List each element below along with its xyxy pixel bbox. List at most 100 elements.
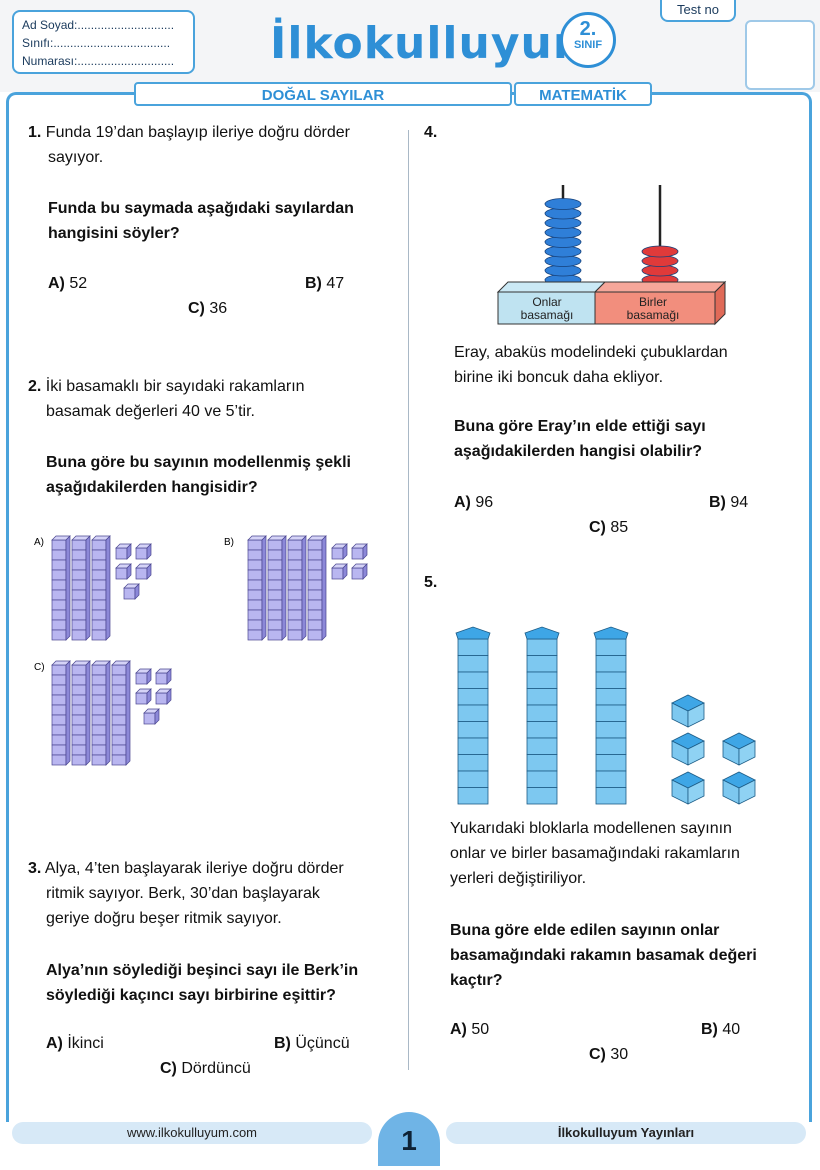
q2-block-models: A) B) C) <box>34 535 368 766</box>
abacus-bead <box>641 245 679 258</box>
unit-cube <box>331 543 348 560</box>
question-3-number: 3. <box>28 860 42 877</box>
unit-block <box>671 732 705 766</box>
abacus-ones-base <box>594 291 716 325</box>
question-2-prompt-line-2: aşağıdakilerden hangisidir? <box>46 479 258 496</box>
question-1: 1. Funda 19’dan başlayıp ileriye doğru d… <box>28 120 403 170</box>
unit-cube <box>115 543 132 560</box>
unit-cube <box>123 583 140 600</box>
unit-cube <box>351 563 368 580</box>
q1-option-c[interactable]: C) 36 <box>188 300 228 317</box>
grade-badge: 2. SINIF <box>560 12 616 68</box>
abacus-tens-base <box>497 291 596 325</box>
question-2-text-2: basamak değerleri 40 ve 5’tir. <box>46 403 255 420</box>
grade-number: 2. <box>579 18 597 40</box>
question-5-number: 5. <box>424 574 438 591</box>
question-1-text: Funda 19’dan başlayıp ileriye doğru dörd… <box>45 124 350 141</box>
unit-cube <box>331 563 348 580</box>
q2-option-a-model[interactable] <box>51 535 152 641</box>
question-3-prompt: Alya’nın söylediği beşinci sayı ile Berk… <box>46 958 406 1008</box>
q4-option-b[interactable]: B) 94 <box>709 494 749 511</box>
number-field-label: Numarası:............................. <box>22 54 175 68</box>
question-5-prompt: Buna göre elde edilen sayının onlar basa… <box>450 918 805 993</box>
test-number-label: Test no <box>660 0 736 22</box>
question-3-text: Alya, 4’ten başlayarak ileriye doğru dör… <box>44 860 344 877</box>
question-5-text: Yukarıdaki bloklarla modellenen sayının … <box>450 816 805 891</box>
unit-cube <box>115 563 132 580</box>
question-5-text-2: onlar ve birler basamağındaki rakamların <box>450 845 740 862</box>
abacus-ones-beads <box>641 245 679 286</box>
question-4-text-2: birine iki boncuk daha ekliyor. <box>454 369 664 386</box>
q2-option-b-model[interactable] <box>247 535 368 641</box>
question-5-prompt-line-1: Buna göre elde edilen sayının onlar <box>450 922 720 939</box>
q1-option-b[interactable]: B) 47 <box>305 275 345 292</box>
ten-rod <box>51 535 71 641</box>
ten-rod <box>51 660 71 766</box>
unit-cube <box>155 668 172 685</box>
ten-rod <box>91 660 111 766</box>
q5-blocks-group <box>455 626 756 805</box>
ten-rod <box>71 535 91 641</box>
subject-bar: MATEMATİK <box>514 82 652 106</box>
q2-option-a-label[interactable]: A) <box>34 537 44 548</box>
q3-option-a[interactable]: A) İkinci <box>46 1035 104 1052</box>
unit-block <box>671 694 705 728</box>
q4-option-a[interactable]: A) 96 <box>454 494 494 511</box>
question-5-prompt-line-2: basamağındaki rakamın basamak değeri <box>450 947 757 964</box>
abacus-figure: Onlar basamağı Birler basamağı <box>496 185 727 326</box>
student-info-box: Ad Soyad:............................. S… <box>12 10 195 74</box>
q4-option-c[interactable]: C) 85 <box>589 519 629 536</box>
question-4-prompt-line-1: Buna göre Eray’ın elde ettiği sayı <box>454 418 706 435</box>
footer-website[interactable]: www.ilkokulluyum.com <box>12 1122 372 1144</box>
abacus-bead <box>544 198 582 210</box>
ten-rod <box>247 535 267 641</box>
abacus-tens-beads <box>544 198 582 286</box>
abacus-tens-label-1: Onlar <box>532 295 561 309</box>
q5-option-a[interactable]: A) 50 <box>450 1021 490 1038</box>
abacus-tens-label-2: basamağı <box>521 308 574 322</box>
q5-option-c[interactable]: C) 30 <box>589 1046 629 1063</box>
q3-option-b[interactable]: B) Üçüncü <box>274 1035 350 1052</box>
ten-rod <box>267 535 287 641</box>
name-field-label: Ad Soyad:............................. <box>22 18 175 32</box>
question-4-text-1: Eray, abaküs modelindeki çubuklardan <box>454 344 728 361</box>
ten-rod <box>71 660 91 766</box>
q5-base-ten-blocks <box>455 626 756 805</box>
unit-cube <box>135 543 152 560</box>
ten-block <box>593 626 629 805</box>
q1-option-a[interactable]: A) 52 <box>48 275 88 292</box>
q2-option-b-label[interactable]: B) <box>224 537 234 548</box>
ten-rod <box>287 535 307 641</box>
unit-cube <box>135 688 152 705</box>
abacus-ones-label-2: basamağı <box>627 308 680 322</box>
question-2-number: 2. <box>28 378 42 395</box>
question-4-text: Eray, abaküs modelindeki çubuklardan bir… <box>454 340 804 390</box>
ten-block <box>524 626 560 805</box>
ten-rod <box>91 535 111 641</box>
q2-option-c-label[interactable]: C) <box>34 662 45 673</box>
q2-option-c-model[interactable] <box>51 660 172 766</box>
unit-cube <box>135 563 152 580</box>
unit-cube <box>155 688 172 705</box>
question-3-text-3: geriye doğru beşer ritmik sayıyor. <box>46 910 282 927</box>
unit-cube <box>135 668 152 685</box>
class-field-label: Sınıfı:.................................… <box>22 36 171 50</box>
abacus-ones-label-1: Birler <box>639 295 667 309</box>
q5-option-b[interactable]: B) 40 <box>701 1021 741 1038</box>
unit-block <box>722 732 756 766</box>
ten-rod <box>111 660 131 766</box>
question-4-prompt-line-2: aşağıdakilerden hangisi olabilir? <box>454 443 703 460</box>
question-4-number: 4. <box>424 124 438 141</box>
question-3: 3. Alya, 4’ten başlayarak ileriye doğru … <box>28 856 408 931</box>
question-4-prompt: Buna göre Eray’ın elde ettiği sayı aşağı… <box>454 414 804 464</box>
question-3-text-2: ritmik sayıyor. Berk, 30’dan başlayarak <box>46 885 320 902</box>
ten-rod <box>307 535 327 641</box>
unit-cube <box>351 543 368 560</box>
question-5-text-3: yerleri değiştiriliyor. <box>450 870 587 887</box>
question-2: 2. İki basamaklı bir sayıdaki rakamların… <box>28 374 403 424</box>
question-5-text-1: Yukarıdaki bloklarla modellenen sayının <box>450 820 732 837</box>
question-3-prompt-line-2: söylediği kaçıncı sayı birbirine eşittir… <box>46 987 336 1004</box>
footer-publisher: İlkokulluyum Yayınları <box>446 1122 806 1144</box>
question-5-prompt-line-3: kaçtır? <box>450 972 503 989</box>
q3-option-c[interactable]: C) Dördüncü <box>160 1060 251 1077</box>
